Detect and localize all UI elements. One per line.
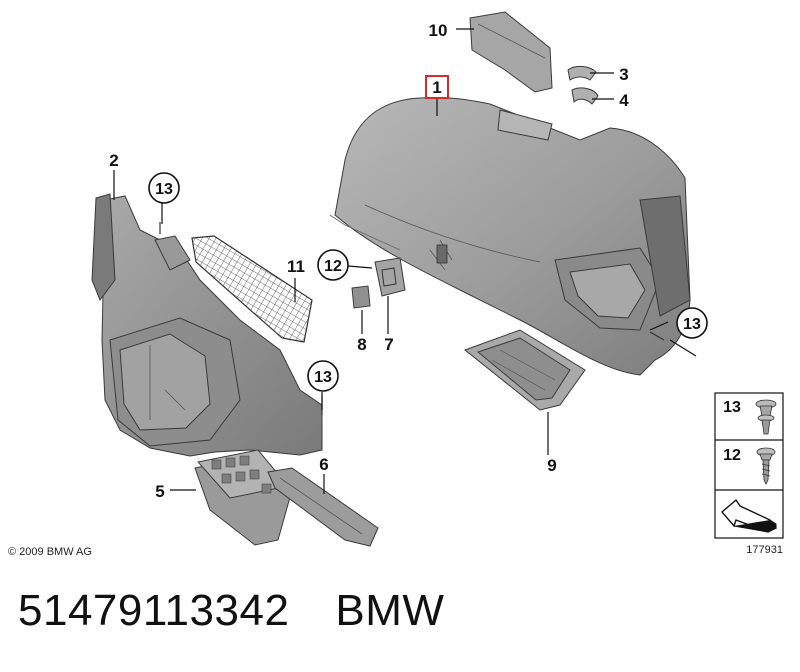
callout-3-label: 3 bbox=[619, 65, 628, 84]
callout-10-label: 10 bbox=[429, 21, 448, 40]
callout-6-label: 6 bbox=[319, 455, 328, 474]
callout-12: 12 bbox=[317, 249, 349, 281]
part-5-insert bbox=[194, 449, 293, 546]
leader-lines bbox=[113, 28, 697, 494]
part-7-socket bbox=[374, 257, 406, 297]
highlight-box bbox=[425, 75, 449, 99]
brand-name: BMW bbox=[335, 586, 445, 635]
clip-13-icon bbox=[755, 399, 777, 435]
part-8-lid bbox=[351, 285, 371, 309]
callout-13-c-label: 13 bbox=[683, 316, 701, 333]
part-2-left-trim bbox=[91, 193, 323, 457]
legend-item-13-label: 13 bbox=[723, 399, 741, 416]
part-10-cover bbox=[469, 11, 553, 93]
legend-item-12-label: 12 bbox=[723, 447, 741, 464]
callout-7-label: 7 bbox=[384, 335, 393, 354]
callout-13-c: 13 bbox=[676, 307, 708, 339]
callout-4-label: 4 bbox=[619, 91, 629, 110]
copyright-notice: © 2009 BMW AG bbox=[8, 546, 92, 558]
callout-13-a-label: 13 bbox=[155, 181, 173, 198]
part-4-clip bbox=[571, 87, 599, 105]
callout-5-label: 5 bbox=[155, 482, 164, 501]
part-6-strip bbox=[267, 467, 379, 547]
callout-8-label: 8 bbox=[357, 335, 366, 354]
part-number: 51479113342 bbox=[18, 586, 290, 635]
callout-13-b-label: 13 bbox=[314, 369, 332, 386]
part-1-side-trim bbox=[329, 96, 691, 376]
callout-13-b: 13 bbox=[307, 360, 339, 392]
callout-9-label: 9 bbox=[547, 456, 556, 475]
parts-diagram: 1 10 2 3 4 11 7 8 9 5 6 13 12 13 13 13 1… bbox=[8, 11, 784, 558]
callout-12-label: 12 bbox=[324, 258, 342, 275]
part-9-tray bbox=[463, 329, 586, 411]
part-11-net bbox=[191, 235, 313, 343]
callout-11-label: 11 bbox=[287, 257, 305, 276]
part-caption: 51479113342 BMW bbox=[18, 586, 444, 636]
callout-2-label: 2 bbox=[109, 151, 118, 170]
callout-13-a: 13 bbox=[148, 172, 180, 204]
fastener-legend: 13 12 177931 bbox=[714, 392, 784, 556]
screw-12-icon bbox=[756, 447, 776, 485]
part-3-clip bbox=[567, 65, 597, 81]
callout-1-label: 1 bbox=[432, 78, 441, 97]
drawing-id: 177931 bbox=[746, 544, 783, 556]
callout-1: 1 bbox=[425, 75, 449, 99]
direction-arrow-icon bbox=[721, 498, 778, 533]
